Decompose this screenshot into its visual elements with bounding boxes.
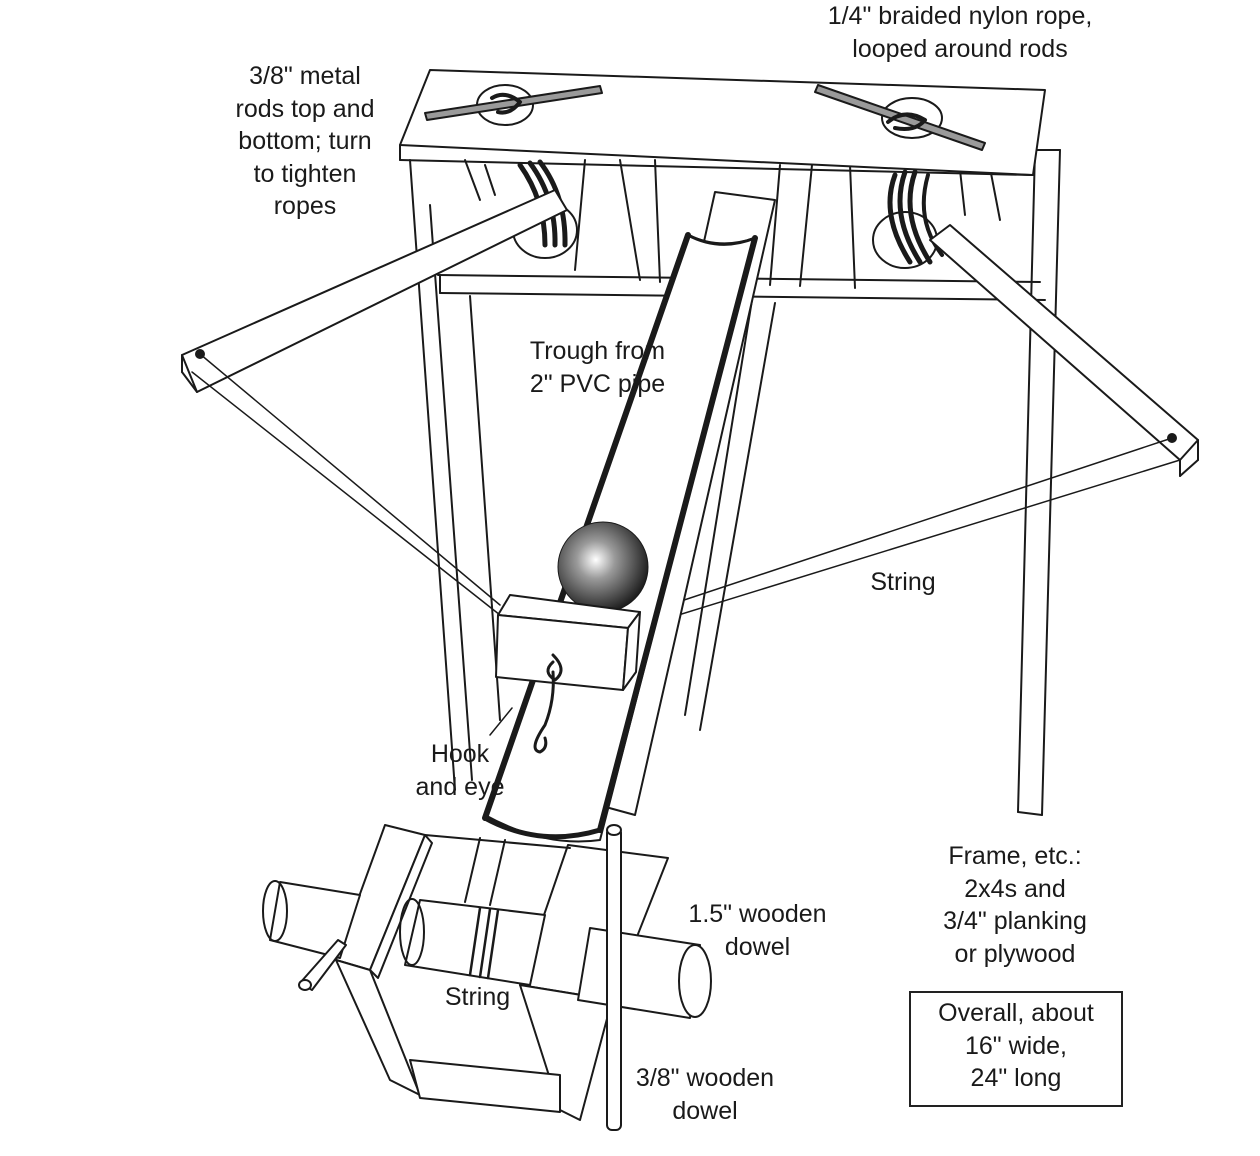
label-line: String [444, 983, 511, 1011]
label-line: bottom; turn [238, 127, 372, 155]
side-ropes [512, 159, 944, 269]
label-line: looped around rods [852, 34, 1068, 63]
label-line: Trough from [529, 337, 666, 365]
overall-size-box [909, 991, 1123, 1107]
label-line: Overall, about [938, 999, 1094, 1027]
label-line: 16" wide, [965, 1031, 1067, 1060]
label-frame: Frame, etc.: 2x4s and 3/4" planking or p… [920, 840, 1110, 970]
label-dowel-large: 1.5" wooden dowel [680, 898, 835, 963]
base-box [335, 824, 669, 1121]
cup-block [495, 594, 641, 691]
label-line: Hook [430, 740, 490, 768]
small-dowels [298, 824, 622, 1131]
label-line: Frame, etc.: [948, 842, 1082, 870]
frame [409, 149, 1061, 816]
label-line: 2" PVC pipe [529, 369, 666, 398]
label-string-bottom: String [435, 981, 520, 1014]
label-trough: Trough from 2" PVC pipe [510, 335, 685, 400]
label-string-right: String [858, 566, 948, 599]
label-hook-eye: Hook and eye [405, 738, 515, 803]
label-line: 24" long [970, 1064, 1062, 1092]
label-line: 2x4s and [964, 874, 1066, 903]
label-nylon-rope: 1/4" braided nylon rope, looped around r… [800, 0, 1120, 65]
label-line: or plywood [954, 939, 1076, 968]
label-line: 1/4" braided nylon rope, [827, 2, 1093, 30]
ball [557, 521, 649, 613]
top-rods [424, 84, 986, 151]
label-line: dowel [724, 932, 791, 961]
label-overall: Overall, about 16" wide, 24" long [911, 997, 1121, 1095]
label-line: 3/8" wooden [635, 1064, 775, 1092]
label-dowel-small: 3/8" wooden dowel [625, 1062, 785, 1127]
label-line: 3/4" planking [943, 907, 1087, 935]
strings [191, 353, 1181, 631]
label-line: to tighten [253, 159, 357, 188]
label-line: rods top and [235, 94, 375, 123]
left-arm [181, 189, 568, 393]
label-line: String [870, 568, 936, 596]
label-line: dowel [672, 1096, 738, 1125]
hook-and-eye [533, 653, 563, 754]
label-line: 1.5" wooden [688, 900, 827, 928]
label-line: 3/8" metal [249, 62, 361, 90]
right-arm [929, 224, 1199, 477]
label-line: ropes [273, 192, 337, 220]
hook-leader [489, 707, 513, 736]
label-line: and eye [415, 772, 505, 801]
label-metal-rods: 3/8" metal rods top and bottom; turn to … [220, 60, 390, 223]
